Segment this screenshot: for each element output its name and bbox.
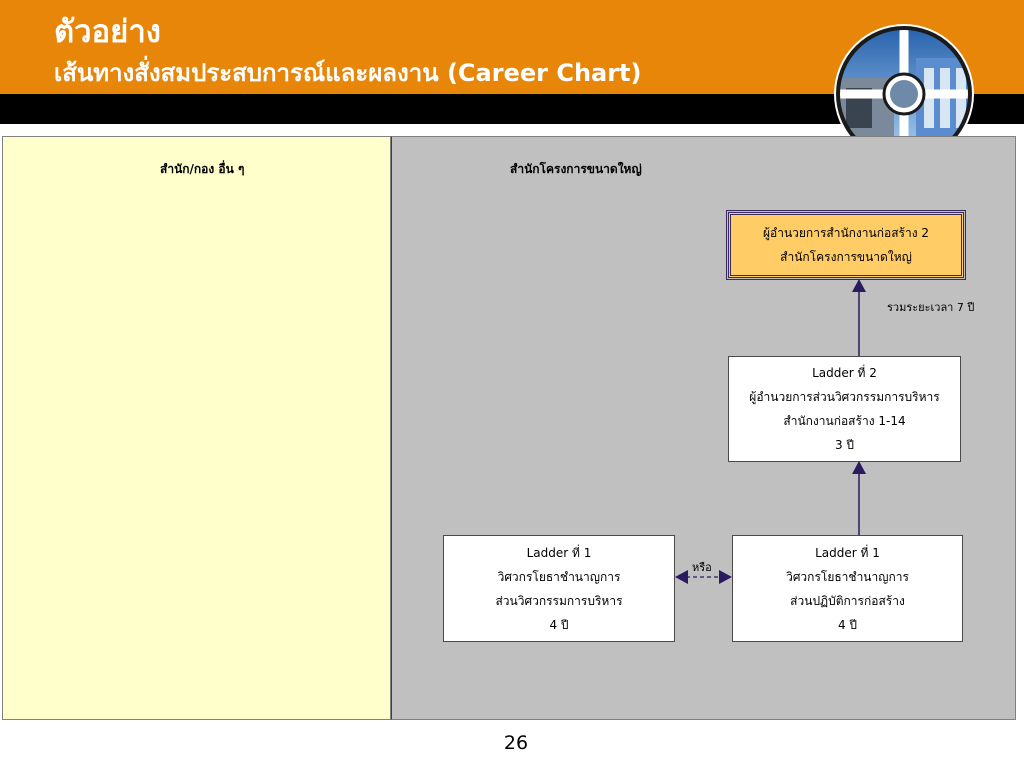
box-line: Ladder ที่ 1 bbox=[815, 545, 880, 560]
slide-subtitle: เส้นทางสั่งสมประสบการณ์และผลงาน (Career … bbox=[54, 59, 642, 87]
box-line: Ladder ที่ 2 bbox=[812, 366, 877, 380]
director-construction-office-box: ผู้อำนวยการสำนักงานก่อสร้าง 2 สำนักโครงก… bbox=[726, 210, 966, 280]
box-line: สำนักโครงการขนาดใหญ่ bbox=[780, 250, 912, 264]
box-line: วิศวกรโยธาชำนาญการ bbox=[786, 569, 909, 584]
box-line: สำนักงานก่อสร้าง 1-14 bbox=[783, 414, 906, 428]
other-bureau-panel bbox=[2, 136, 391, 720]
total-time-label: รวมระยะเวลา 7 ปี bbox=[887, 301, 975, 314]
business-photo-logo-icon bbox=[834, 24, 974, 144]
box-line: 4 ปี bbox=[549, 617, 569, 632]
ladder-1-admin-box: Ladder ที่ 1 วิศวกรโยธาชำนาญการ ส่วนวิศว… bbox=[443, 535, 675, 642]
or-label: หรือ bbox=[692, 561, 712, 574]
box-line: Ladder ที่ 1 bbox=[526, 545, 592, 560]
box-line: วิศวกรโยธาชำนาญการ bbox=[497, 569, 621, 584]
ladder-2-box: Ladder ที่ 2 ผู้อำนวยการส่วนวิศวกรรมการบ… bbox=[728, 356, 961, 462]
right-column-heading: สำนักโครงการขนาดใหญ่ bbox=[510, 162, 642, 176]
box-line: 4 ปี bbox=[837, 617, 858, 632]
slide-title: ตัวอย่าง bbox=[54, 14, 161, 50]
ladder-1-construction-box: Ladder ที่ 1 วิศวกรโยธาชำนาญการ ส่วนปฏิบ… bbox=[732, 535, 963, 642]
box-line: ผู้อำนวยการส่วนวิศวกรรมการบริหาร bbox=[749, 390, 940, 404]
box-line: 3 ปี bbox=[834, 438, 855, 452]
box-line: ผู้อำนวยการสำนักงานก่อสร้าง 2 bbox=[762, 226, 930, 240]
box-line: ส่วนวิศวกรรมการบริหาร bbox=[495, 593, 623, 608]
box-line: ส่วนปฏิบัติการก่อสร้าง bbox=[790, 593, 905, 608]
left-column-heading: สำนัก/กอง อื่น ๆ bbox=[160, 162, 245, 176]
page-number: 26 bbox=[503, 732, 529, 754]
